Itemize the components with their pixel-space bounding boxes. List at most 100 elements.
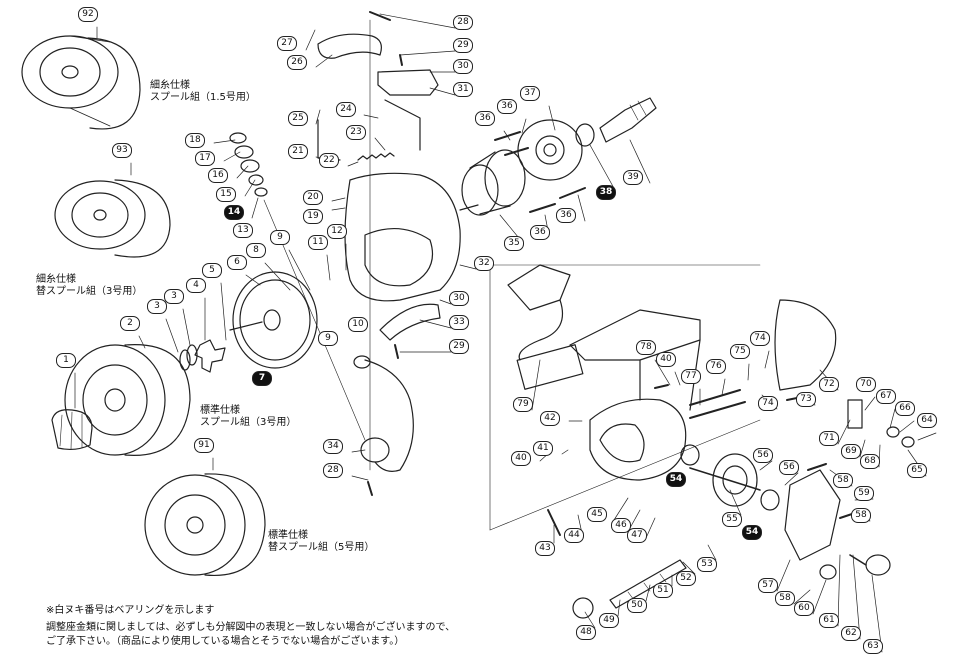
line-roller-guard (379, 303, 441, 341)
part-number-callout: 10 (348, 317, 368, 332)
drag-knob (51, 409, 93, 451)
drag-washer-cross (194, 339, 226, 373)
part-number-callout: 58 (851, 508, 871, 523)
spool-label-fine-3: 細糸仕様 替スプール組（3号用） (36, 274, 142, 298)
rotor-ring (461, 149, 526, 216)
spool-2 (64, 344, 191, 456)
part-number-callout: 9 (318, 331, 338, 346)
part-number-callout: 36 (530, 225, 550, 240)
part-number-callout: 28 (323, 463, 343, 478)
side-cover (774, 299, 837, 391)
adjust-note-line-2: ご了承下さい。（商品により使用している場合とそうでない場合がございます。） (46, 636, 405, 647)
adjust-note-line-1: 調整座金類に関しましては、必ずしも分解図中の表現と一致しない場合がございますので… (46, 622, 456, 633)
part-number-callout: 43 (535, 541, 555, 556)
gear-plate (784, 469, 841, 561)
part-number-callout: 19 (303, 209, 323, 224)
spool-label-line: 替スプール組（3号用） (36, 286, 143, 297)
part-number-callout: 39 (623, 170, 643, 185)
part-number-callout: 76 (706, 359, 726, 374)
part-number-callout: 65 (907, 463, 927, 478)
bail-wire (384, 99, 421, 151)
part-number-callout: 26 (287, 55, 307, 70)
part-number-callout: 30 (453, 59, 473, 74)
part-number-callout: 54 (666, 472, 686, 487)
part-number-callout: 25 (288, 111, 308, 126)
part-number-callout: 50 (627, 598, 647, 613)
part-number-callout: 35 (504, 236, 524, 251)
part-number-callout: 78 (636, 340, 656, 355)
part-number-callout: 59 (854, 486, 874, 501)
drive-gear (689, 453, 761, 507)
part-number-callout: 3 (147, 299, 167, 314)
part-number-callout: 45 (587, 507, 607, 522)
washer (819, 564, 837, 580)
part-number-callout: 34 (323, 439, 343, 454)
part-number-callout: 60 (794, 601, 814, 616)
part-number-callout: 41 (533, 441, 553, 456)
part-number-callout: 55 (722, 512, 742, 527)
bearing (680, 444, 700, 466)
part-number-callout: 20 (303, 190, 323, 205)
part-number-callout: 17 (195, 151, 215, 166)
part-number-callout: 49 (599, 613, 619, 628)
part-number-callout: 18 (185, 133, 205, 148)
handle (507, 264, 584, 390)
part-number-callout: 40 (511, 451, 531, 466)
part-number-callout: 16 (208, 168, 228, 183)
part-number-callout: 11 (308, 235, 328, 250)
bail-arm (317, 33, 382, 59)
part-number-callout: 27 (277, 36, 297, 51)
part-number-callout: 22 (319, 153, 339, 168)
part-number-callout: 36 (556, 208, 576, 223)
spool-label-fine-15: 細糸仕様 スプール組（1.5号用） (150, 80, 256, 104)
part-number-callout: 58 (775, 591, 795, 606)
spool-label-line: スプール組（1.5号用） (150, 92, 256, 103)
spool-label-line: 替スプール組（5号用） (268, 542, 375, 553)
part-number-callout: 13 (233, 223, 253, 238)
spool-label-line: 細糸仕様 (150, 80, 190, 91)
spool-label-line: 標準仕様 (268, 530, 308, 541)
bearing (760, 489, 780, 511)
part-number-callout: 40 (656, 352, 676, 367)
part-number-callout: 56 (753, 448, 773, 463)
part-number-callout: 5 (202, 263, 222, 278)
part-number-callout: 8 (246, 243, 266, 258)
spool-label-line: 細糸仕様 (36, 274, 76, 285)
bearing-note: ※白ヌキ番号はベアリングを示します (46, 605, 215, 616)
part-number-callout: 7 (252, 371, 272, 386)
part-number-callout: 48 (576, 625, 596, 640)
worm-gear (572, 597, 594, 619)
part-number-callout: 69 (841, 444, 861, 459)
part-number-callout: 70 (856, 377, 876, 392)
oscillating-worm-shaft (609, 559, 687, 609)
spool-91 (144, 473, 266, 577)
part-number-callout: 62 (841, 626, 861, 641)
part-number-callout: 63 (863, 639, 883, 654)
part-number-callout: 32 (474, 256, 494, 271)
spool-label-std-3: 標準仕様 スプール組（3号用） (200, 405, 296, 429)
washer (179, 349, 191, 371)
part-number-callout: 12 (327, 224, 347, 239)
part-number-callout: 21 (288, 144, 308, 159)
part-number-callout: 57 (758, 578, 778, 593)
part-number-callout: 30 (449, 291, 469, 306)
part-number-callout: 3 (164, 289, 184, 304)
part-number-callout: 91 (194, 438, 214, 453)
spool-93 (54, 179, 171, 258)
bail-bracket (377, 69, 439, 96)
part-number-callout: 92 (78, 7, 98, 22)
part-number-callout: 29 (453, 38, 473, 53)
part-number-callout: 14 (224, 205, 244, 220)
part-number-callout: 6 (227, 255, 247, 270)
part-number-callout: 38 (596, 185, 616, 200)
part-number-callout: 1 (56, 353, 76, 368)
part-number-callout: 66 (895, 401, 915, 416)
washer (186, 344, 198, 366)
part-number-callout: 61 (819, 613, 839, 628)
part-number-callout: 71 (819, 431, 839, 446)
spool-label-line: スプール組（3号用） (200, 417, 297, 428)
part-number-callout: 68 (860, 454, 880, 469)
frame-line (489, 264, 761, 531)
